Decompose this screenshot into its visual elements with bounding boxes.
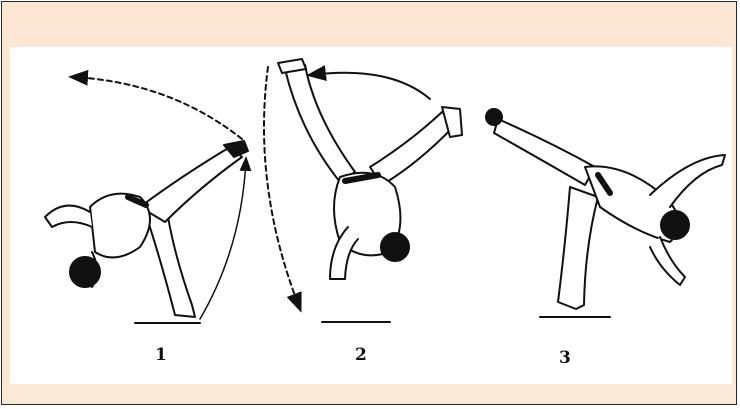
cartwheel-illustration: [10, 47, 732, 384]
step-2-label: 2: [355, 347, 367, 364]
step-3-label: 3: [559, 350, 571, 367]
figure-3-pose: [486, 109, 725, 317]
bottom-margin-band: [2, 384, 736, 405]
top-margin-band: [2, 2, 736, 47]
figure-2-pose: [264, 59, 462, 322]
figure-1-pose: [45, 77, 248, 323]
step-1-label: 1: [155, 347, 167, 364]
illustration-panel: 1 2 3: [10, 47, 732, 384]
